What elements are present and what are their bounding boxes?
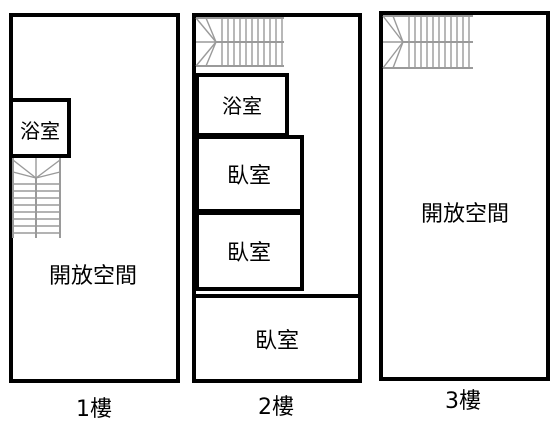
stair-winder <box>12 171 37 179</box>
floor-2-bedroom-2-label: 臥室 <box>227 241 271 266</box>
floor-2-bedroom-1-label: 臥室 <box>227 164 271 189</box>
floor-1-bathroom-label: 浴室 <box>20 119 60 143</box>
stair-winder <box>205 41 217 67</box>
stair-winder <box>392 15 404 43</box>
floor-2-plan: 浴室 臥室 臥室 臥室 <box>192 13 362 383</box>
stair-winder <box>12 159 37 179</box>
stair-winder <box>35 171 61 179</box>
stair-winder <box>392 41 404 69</box>
stair-winder <box>205 17 217 43</box>
floor-2-bedroom-1 <box>195 135 304 213</box>
stair-winder <box>195 41 217 67</box>
floor-2-staircase <box>195 17 284 67</box>
floor-2-outline <box>192 13 362 383</box>
floor-1-open-space-label: 開放空間 <box>49 264 137 289</box>
floor-2-bedroom-2 <box>195 211 304 291</box>
stair-winder <box>382 15 404 43</box>
floor-3-plan: 開放空間 <box>379 11 550 381</box>
floor-1-staircase <box>12 158 61 238</box>
floor-1-plan: 浴室 開放空間 <box>9 13 180 383</box>
stair-winder <box>195 17 217 43</box>
floor-2-bathroom <box>195 73 289 137</box>
floor-3-staircase <box>382 15 473 69</box>
stair-winder <box>35 159 61 179</box>
floor-3-label: 3樓 <box>445 389 481 414</box>
stair-winder <box>382 41 404 69</box>
floor-3-outline <box>379 11 550 381</box>
floor-1-label: 1樓 <box>76 397 112 421</box>
floor-2-bathroom-label: 浴室 <box>222 94 262 118</box>
floor-3-open-space-label: 開放空間 <box>421 202 509 227</box>
floor-1-outline <box>9 13 180 383</box>
floor-2-bedroom-3-label: 臥室 <box>255 329 299 354</box>
floor-2-label: 2樓 <box>258 395 294 420</box>
floor-1-bathroom <box>9 98 71 158</box>
